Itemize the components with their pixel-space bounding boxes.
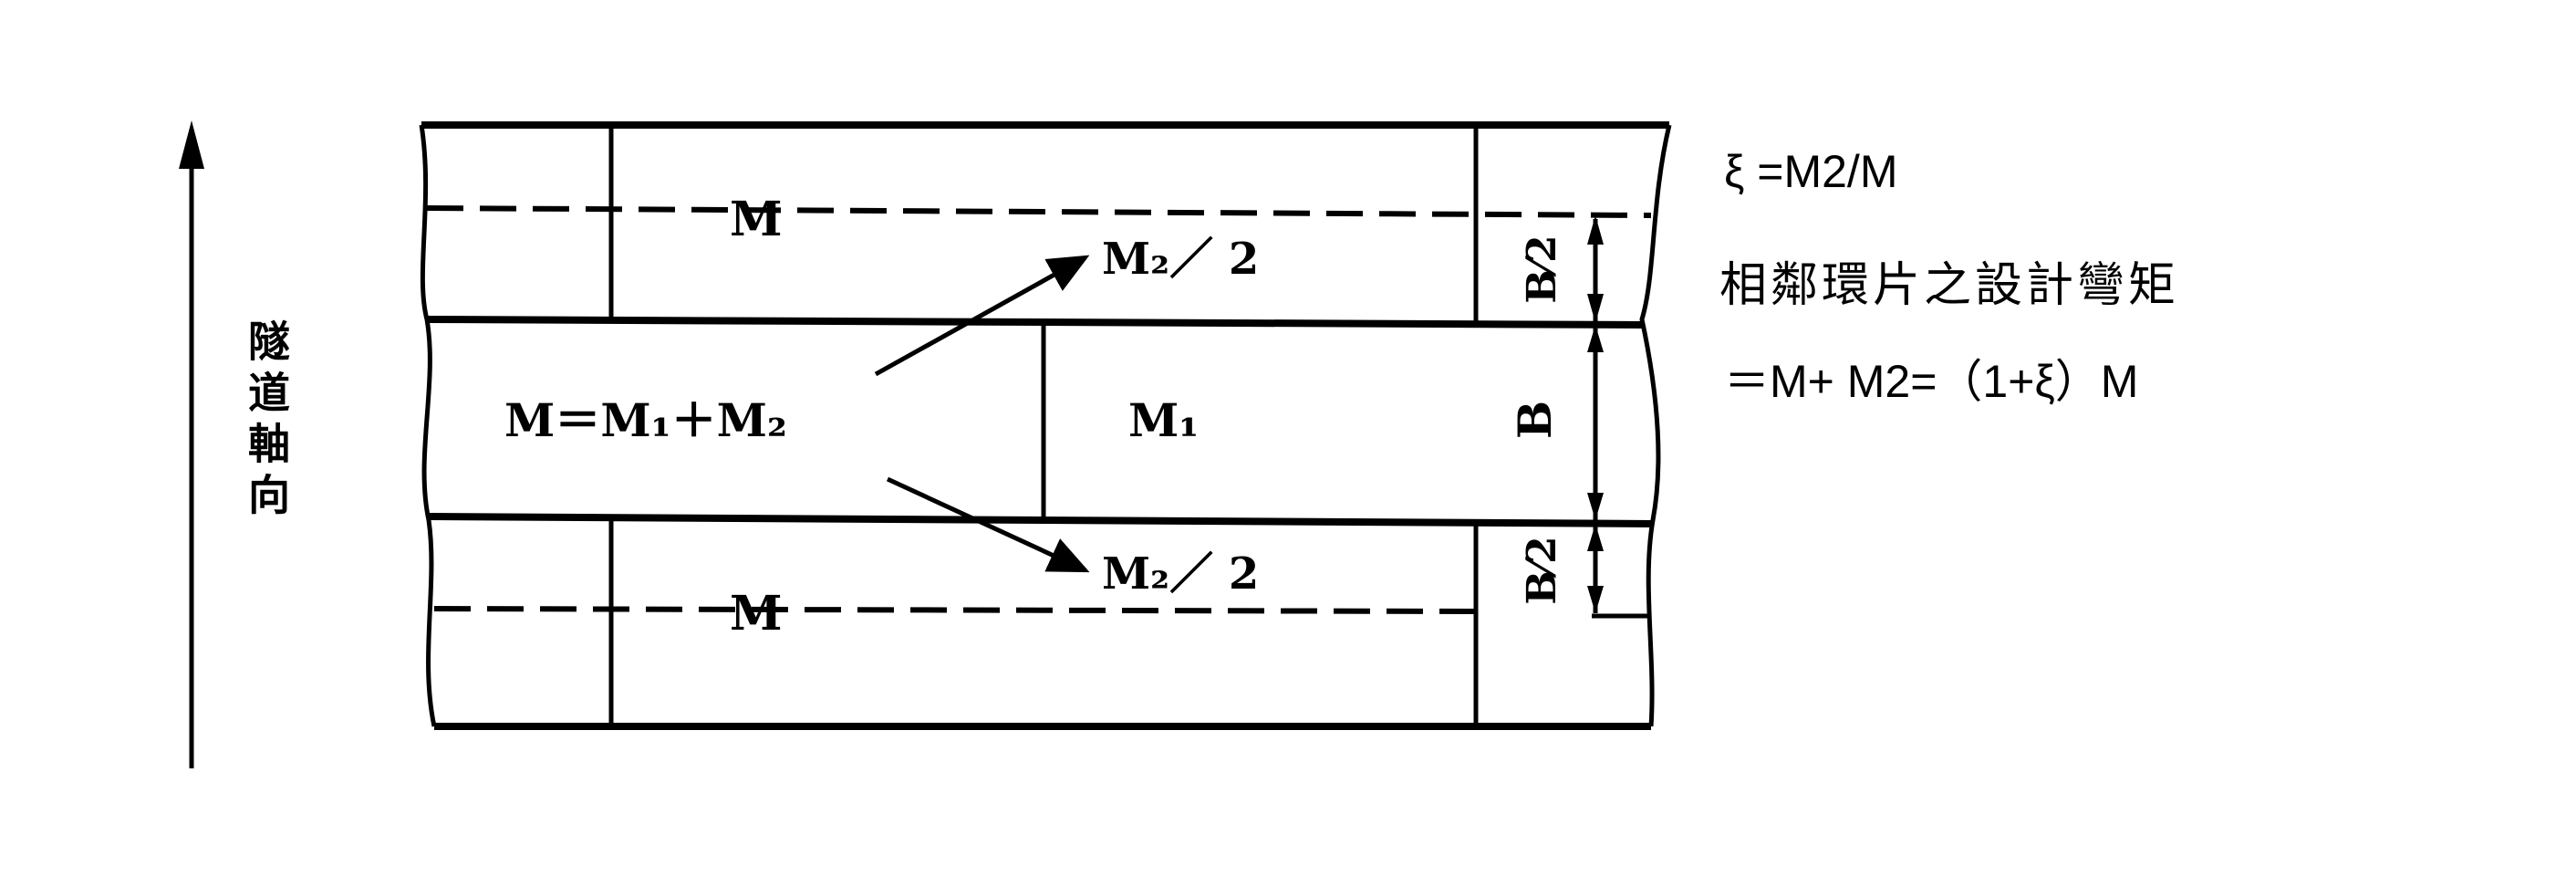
tunnel-axis-label: 隧道軸向 <box>242 319 291 524</box>
lower-transfer-label: M₂／ 2 <box>1102 548 1259 600</box>
right-break-edge <box>1639 124 1672 727</box>
middle-ring-bottom <box>428 513 1654 527</box>
lower-moment-line <box>433 606 1477 614</box>
upper-transfer-arrow <box>874 255 1090 377</box>
dim-arrow-bottom <box>1587 586 1604 613</box>
design-moment-formula: ＝M+ M2=（1+ξ）M <box>1724 356 2138 407</box>
upper-transfer-label: M₂／ 2 <box>1102 234 1259 285</box>
tunnel-axis-arrowhead <box>179 120 204 169</box>
joint-moment-label: M₁ <box>1128 393 1199 447</box>
dim-arrow-mid1-down <box>1587 294 1604 323</box>
xi-definition: ξ =M2/M <box>1724 146 1897 197</box>
design-moment-title: 相鄰環片之設計彎矩 <box>1719 259 2179 312</box>
dim-arrow-top <box>1587 215 1604 245</box>
dim-arrow-mid1-up <box>1587 325 1604 352</box>
middle-ring-top <box>426 316 1643 329</box>
half-width-bottom-label: B⁄2 <box>1519 536 1565 604</box>
dim-arrow-mid2-down <box>1587 493 1604 520</box>
lower-transfer-arrow <box>886 476 1090 573</box>
left-break-edge <box>419 124 437 727</box>
upper-moment-line <box>426 205 1652 218</box>
total-moment-label: M＝M₁＋M₂ <box>504 393 787 447</box>
width-label: B <box>1508 401 1562 439</box>
half-width-top-label: B⁄2 <box>1519 235 1565 303</box>
lower-moment-label: M <box>730 586 783 642</box>
upper-moment-label: M <box>730 192 783 247</box>
dim-arrow-mid2-up <box>1587 524 1604 551</box>
